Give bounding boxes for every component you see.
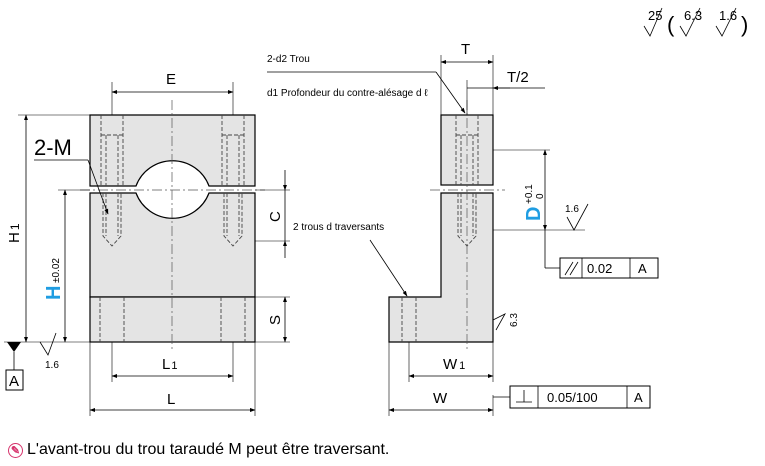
roughness-paren-close: ) — [741, 12, 748, 37]
base-section — [89, 296, 256, 343]
roughness-symbol-icon — [643, 7, 663, 37]
upper-clamp — [89, 114, 256, 187]
callout-counterbore-line2: d1 Profondeur du contre-alésage d ℓ — [267, 88, 428, 99]
datum-box — [5, 369, 24, 391]
svg-text:+0.1: +0.1 — [524, 184, 535, 204]
tapped-hole-side — [457, 193, 477, 247]
tolerance-frame-perpendicularity: 0.05/100 A — [509, 385, 651, 409]
leader-2-M — [87, 159, 109, 215]
label-E: E — [166, 71, 176, 88]
roughness-symbol-icon — [566, 203, 589, 231]
label-H: H ±0.02 — [43, 258, 65, 300]
front-view: E 2-M H1 H ±0.02 A 1.6 C — [4, 71, 290, 416]
roughness-paren-open: ( — [667, 12, 675, 37]
counterbore-holes-side — [455, 115, 479, 185]
roughness-general-value: 25 — [648, 8, 662, 23]
roughness-D-value: 1.6 — [565, 204, 579, 215]
perpendicularity-icon — [516, 390, 532, 403]
label-L1: L1 — [162, 356, 177, 373]
roughness-symbol-icon — [39, 332, 57, 356]
leader-counterbore — [435, 71, 466, 114]
label-2-M: 2-M — [34, 135, 72, 160]
label-S: S — [267, 315, 284, 325]
callout-through-holes: 2 trous d traversants — [293, 222, 384, 233]
hint-icon: ✎ — [8, 442, 23, 458]
label-C: C — [267, 211, 284, 222]
roughness-symbol-icon — [715, 7, 737, 37]
perpendicularity-datum: A — [634, 390, 643, 405]
svg-text:H: H — [43, 286, 65, 300]
roughness-left-value: 1.6 — [45, 360, 59, 371]
leader-through-holes — [369, 239, 408, 297]
label-L: L — [167, 391, 175, 408]
svg-text:D: D — [523, 207, 545, 221]
roughness-item2-value: 1.6 — [719, 8, 737, 23]
perpendicularity-value: 0.05/100 — [547, 390, 598, 405]
parallelism-datum: A — [638, 261, 647, 276]
roughness-side-value: 6.3 — [509, 313, 520, 327]
label-T-half: T/2 — [507, 69, 529, 86]
side-view: T T/2 2-d2 Trou d1 Profondeur du contre-… — [267, 41, 659, 416]
svg-text:0: 0 — [535, 193, 546, 199]
label-D: D +0.1 0 — [523, 184, 546, 221]
label-H1: H1 — [6, 223, 23, 243]
lower-body — [89, 192, 256, 298]
parallelism-icon — [564, 261, 579, 276]
counterbore-holes-front — [100, 115, 245, 186]
footnote-text: L'avant-trou du trou taraudé M peut être… — [27, 441, 390, 458]
roughness-symbol-icon — [679, 7, 701, 37]
datum-label: A — [9, 373, 19, 390]
roughness-item1-value: 6.3 — [684, 8, 702, 23]
roughness-symbol-icon — [492, 313, 506, 331]
callout-counterbore-line1: 2-d2 Trou — [267, 54, 310, 65]
footnote: ✎ L'avant-trou du trou taraudé M peut êt… — [8, 441, 389, 459]
through-holes-front — [99, 297, 246, 342]
svg-text:±0.02: ±0.02 — [51, 258, 62, 283]
roughness-header: 25 ( 6.3 1.6 ) — [643, 7, 748, 37]
label-W: W — [433, 390, 448, 407]
parallelism-value: 0.02 — [587, 261, 612, 276]
side-lower-body — [388, 192, 494, 343]
label-T: T — [461, 41, 470, 58]
datum-triangle-icon — [7, 342, 21, 352]
through-holes-side — [401, 297, 417, 342]
tolerance-frame-parallelism: 0.02 A — [559, 257, 659, 279]
